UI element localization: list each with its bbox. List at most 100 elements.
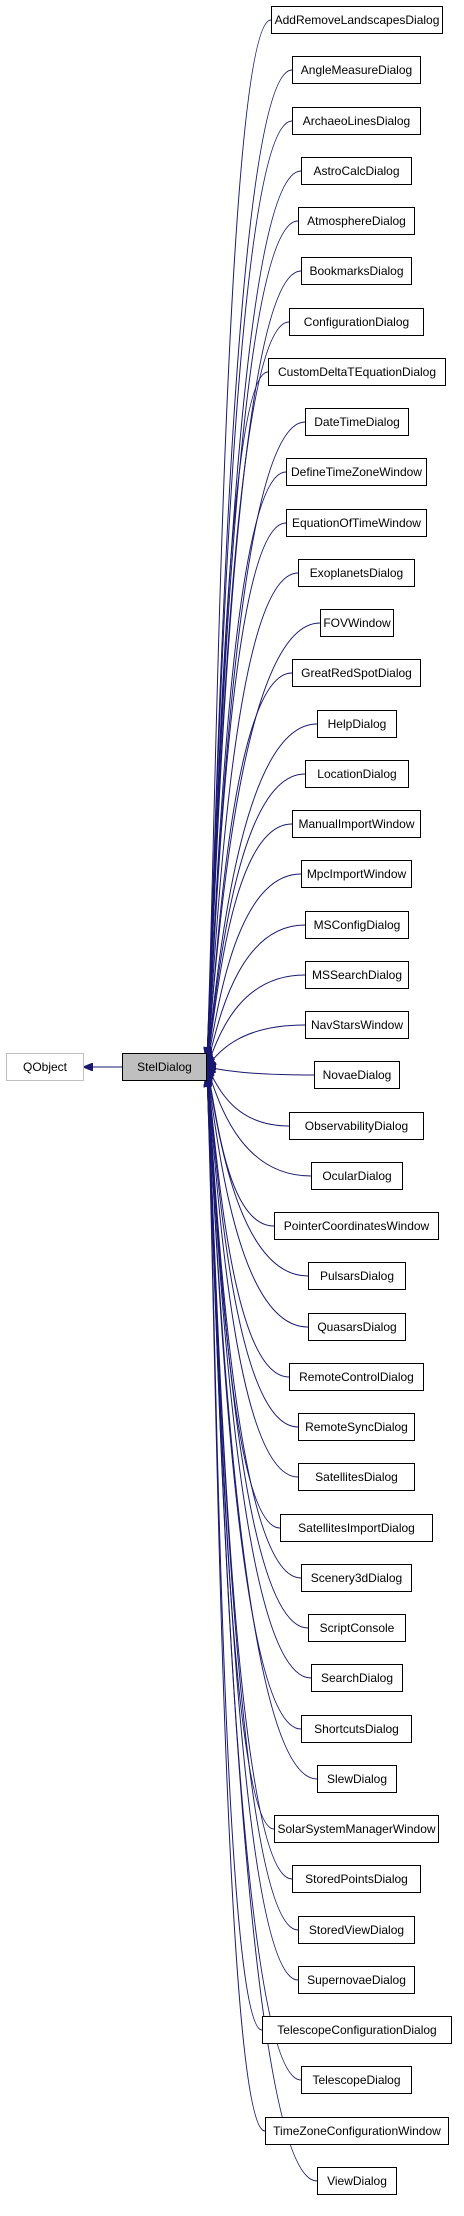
node-search-dialog-label: SearchDialog — [321, 1671, 393, 1685]
node-satellites-import-dialog[interactable]: SatellitesImportDialog — [280, 1514, 433, 1542]
edge-view-dialog-to-steldialog — [207, 1078, 318, 2182]
node-steldialog[interactable]: StelDialog — [122, 1053, 207, 1081]
node-great-red-spot-dialog-label: GreatRedSpotDialog — [301, 666, 412, 680]
node-location-dialog-box — [305, 760, 409, 788]
node-stored-points-dialog-box — [292, 1865, 421, 1893]
node-define-time-zone-window[interactable]: DefineTimeZoneWindow — [286, 458, 427, 486]
node-custom-delta-t-equation-dialog[interactable]: CustomDeltaTEquationDialog — [268, 358, 446, 386]
node-solar-system-manager-window[interactable]: SolarSystemManagerWindow — [274, 1815, 439, 1843]
node-add-remove-landscapes-dialog[interactable]: AddRemoveLandscapesDialog — [271, 6, 443, 34]
edge-help-dialog-to-steldialog — [207, 723, 318, 1060]
node-time-zone-configuration-window-label: TimeZoneConfigurationWindow — [273, 2124, 441, 2138]
node-help-dialog[interactable]: HelpDialog — [317, 710, 397, 738]
node-script-console[interactable]: ScriptConsole — [308, 1614, 406, 1642]
edge-pointer-coordinates-window-to-steldialog — [207, 1070, 275, 1227]
node-novae-dialog[interactable]: NovaeDialog — [314, 1061, 400, 1089]
edge-slew-dialog-to-steldialog — [207, 1078, 318, 1780]
node-shortcuts-dialog-label: ShortcutsDialog — [314, 1722, 399, 1736]
node-pointer-coordinates-window-label: PointerCoordinatesWindow — [284, 1219, 430, 1233]
node-pulsars-dialog-box — [308, 1262, 406, 1290]
edge-atmosphere-dialog-to-steldialog — [207, 220, 299, 1056]
node-pointer-coordinates-window[interactable]: PointerCoordinatesWindow — [274, 1212, 439, 1240]
node-satellites-dialog[interactable]: SatellitesDialog — [298, 1463, 415, 1491]
edge-add-remove-landscapes-dialog-to-steldialog — [207, 19, 272, 1056]
node-qobject[interactable]: QObject — [6, 1053, 84, 1081]
node-pulsars-dialog[interactable]: PulsarsDialog — [308, 1262, 406, 1290]
node-great-red-spot-dialog[interactable]: GreatRedSpotDialog — [292, 659, 421, 687]
node-satellites-dialog-label: SatellitesDialog — [315, 1470, 398, 1484]
edge-location-dialog-to-steldialog — [207, 773, 306, 1061]
node-fov-window[interactable]: FOVWindow — [320, 609, 394, 637]
node-slew-dialog-label: SlewDialog — [327, 1772, 387, 1786]
node-exoplanets-dialog[interactable]: ExoplanetsDialog — [298, 559, 415, 587]
node-quasars-dialog[interactable]: QuasarsDialog — [308, 1313, 406, 1341]
node-exoplanets-dialog-box — [298, 559, 415, 587]
node-view-dialog[interactable]: ViewDialog — [317, 2167, 397, 2195]
node-observability-dialog[interactable]: ObservabilityDialog — [289, 1112, 424, 1140]
node-nav-stars-window-box — [305, 1011, 409, 1039]
node-atmosphere-dialog-box — [298, 207, 415, 235]
node-equation-of-time-window-box — [286, 509, 427, 537]
node-observability-dialog-label: ObservabilityDialog — [305, 1119, 408, 1133]
node-mpc-import-window-box — [301, 860, 412, 888]
node-shortcuts-dialog[interactable]: ShortcutsDialog — [301, 1715, 412, 1743]
node-configuration-dialog-box — [289, 308, 424, 336]
node-define-time-zone-window-label: DefineTimeZoneWindow — [291, 465, 422, 479]
node-remote-sync-dialog-label: RemoteSyncDialog — [305, 1420, 408, 1434]
node-manual-import-window[interactable]: ManualImportWindow — [292, 810, 421, 838]
node-ms-search-dialog[interactable]: MSSearchDialog — [305, 961, 409, 989]
edge-custom-delta-t-equation-dialog-to-steldialog — [207, 371, 269, 1056]
node-telescope-configuration-dialog[interactable]: TelescopeConfigurationDialog — [262, 2016, 452, 2044]
node-ms-config-dialog[interactable]: MSConfigDialog — [305, 911, 409, 939]
node-archaeo-lines-dialog-label: ArchaeoLinesDialog — [303, 114, 410, 128]
node-search-dialog[interactable]: SearchDialog — [311, 1664, 403, 1692]
node-script-console-box — [308, 1614, 406, 1642]
edge-astro-calc-dialog-to-steldialog — [207, 170, 302, 1056]
node-astro-calc-dialog-label: AstroCalcDialog — [313, 164, 399, 178]
node-telescope-dialog[interactable]: TelescopeDialog — [301, 2066, 412, 2094]
node-remote-sync-dialog-box — [298, 1413, 415, 1441]
node-ocular-dialog[interactable]: OcularDialog — [311, 1162, 403, 1190]
node-angle-measure-dialog-box — [292, 56, 421, 84]
node-bookmarks-dialog[interactable]: BookmarksDialog — [301, 257, 412, 285]
node-telescope-dialog-label: TelescopeDialog — [312, 2073, 400, 2087]
edge-configuration-dialog-to-steldialog — [207, 321, 290, 1056]
node-atmosphere-dialog[interactable]: AtmosphereDialog — [298, 207, 415, 235]
node-angle-measure-dialog[interactable]: AngleMeasureDialog — [292, 56, 421, 84]
node-remote-control-dialog[interactable]: RemoteControlDialog — [289, 1363, 424, 1391]
node-mpc-import-window[interactable]: MpcImportWindow — [301, 860, 412, 888]
node-time-zone-configuration-window[interactable]: TimeZoneConfigurationWindow — [265, 2117, 449, 2145]
node-solar-system-manager-window-box — [274, 1815, 439, 1843]
node-satellites-import-dialog-label: SatellitesImportDialog — [298, 1521, 415, 1535]
edge-time-zone-configuration-window-to-steldialog — [207, 1078, 266, 2132]
node-observability-dialog-box — [289, 1112, 424, 1140]
node-remote-sync-dialog[interactable]: RemoteSyncDialog — [298, 1413, 415, 1441]
edge-manual-import-window-to-steldialog — [207, 823, 293, 1062]
node-date-time-dialog[interactable]: DateTimeDialog — [305, 408, 409, 436]
node-telescope-configuration-dialog-label: TelescopeConfigurationDialog — [277, 2023, 436, 2037]
node-location-dialog[interactable]: LocationDialog — [305, 760, 409, 788]
node-nav-stars-window[interactable]: NavStarsWindow — [305, 1011, 409, 1039]
node-stored-view-dialog[interactable]: StoredViewDialog — [298, 1916, 415, 1944]
node-scenery3d-dialog[interactable]: Scenery3dDialog — [301, 1564, 412, 1592]
node-quasars-dialog-box — [308, 1313, 406, 1341]
node-astro-calc-dialog[interactable]: AstroCalcDialog — [301, 157, 412, 185]
node-stored-points-dialog[interactable]: StoredPointsDialog — [292, 1865, 421, 1893]
node-scenery3d-dialog-box — [301, 1564, 412, 1592]
node-custom-delta-t-equation-dialog-box — [268, 358, 446, 386]
node-archaeo-lines-dialog[interactable]: ArchaeoLinesDialog — [292, 107, 421, 135]
node-equation-of-time-window[interactable]: EquationOfTimeWindow — [286, 509, 427, 537]
node-remote-control-dialog-box — [289, 1363, 424, 1391]
node-configuration-dialog[interactable]: ConfigurationDialog — [289, 308, 424, 336]
node-supernovae-dialog[interactable]: SupernovaeDialog — [298, 1966, 415, 1994]
node-satellites-dialog-box — [298, 1463, 415, 1491]
node-slew-dialog[interactable]: SlewDialog — [317, 1765, 397, 1793]
node-pulsars-dialog-label: PulsarsDialog — [320, 1269, 394, 1283]
edge-remote-sync-dialog-to-steldialog — [207, 1074, 299, 1428]
node-supernovae-dialog-label: SupernovaeDialog — [307, 1973, 406, 1987]
node-bookmarks-dialog-box — [301, 257, 412, 285]
node-ocular-dialog-label: OcularDialog — [322, 1169, 391, 1183]
edge-novae-dialog-to-steldialog — [207, 1067, 315, 1076]
edges-layer — [84, 19, 321, 2182]
node-atmosphere-dialog-label: AtmosphereDialog — [307, 214, 406, 228]
